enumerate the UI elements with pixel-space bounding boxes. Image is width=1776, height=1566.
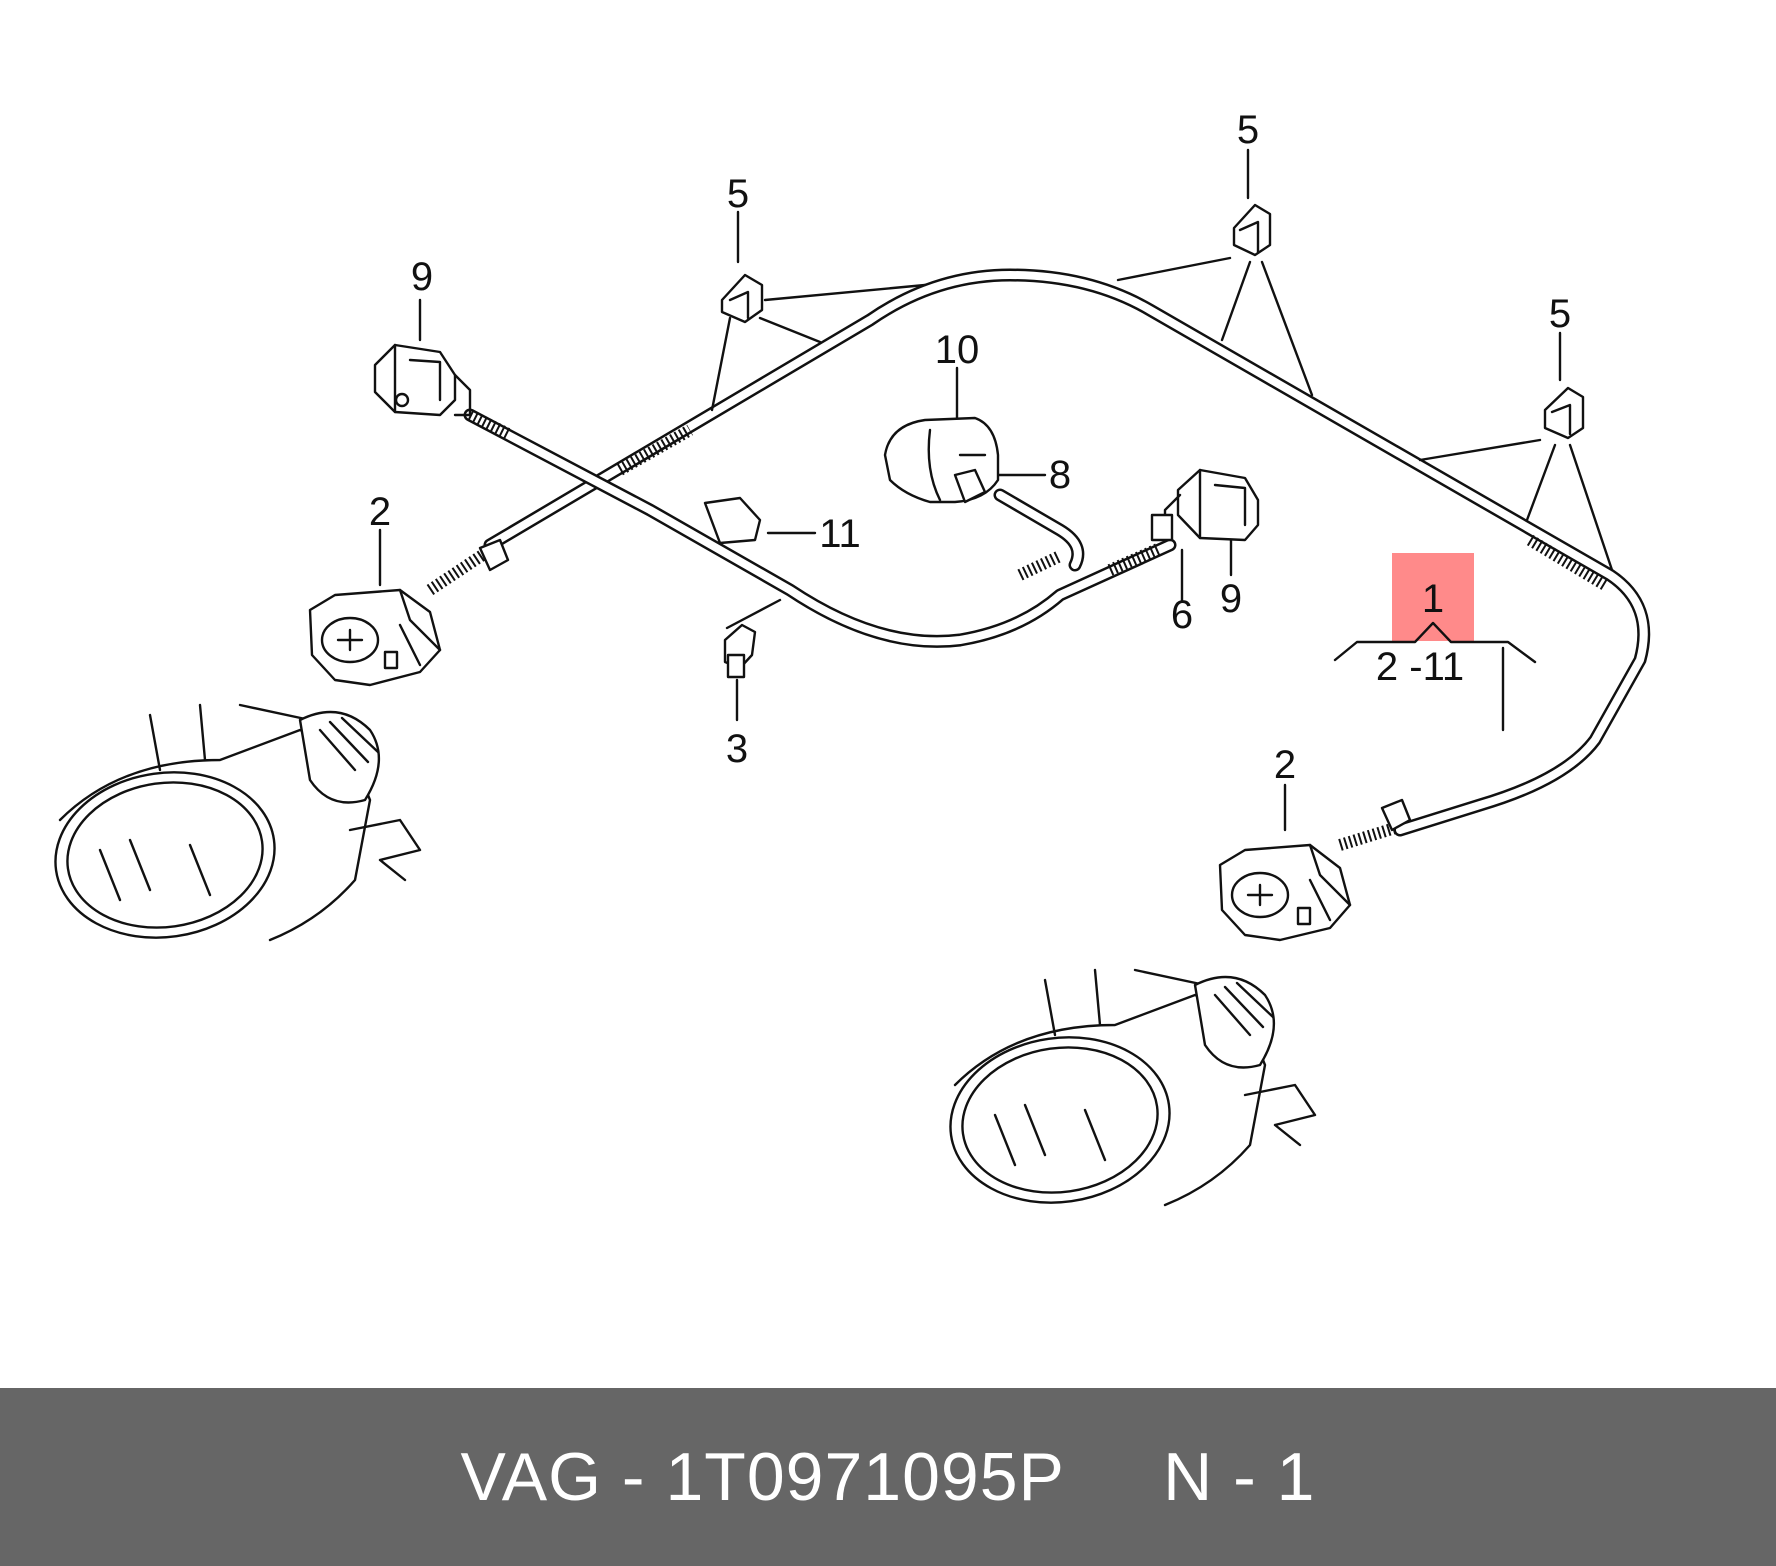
callout-1[interactable]: 1 [1422,577,1444,621]
cover-item-11 [703,496,762,545]
main-harness-wire [483,268,1651,837]
callout-2-right[interactable]: 2 [1274,743,1296,787]
callout-2-left[interactable]: 2 [369,490,391,534]
callout-5-a[interactable]: 5 [727,172,749,216]
item-1-bracket [1333,621,1537,664]
connector-2-left [308,538,510,687]
callout-8[interactable]: 8 [1049,453,1071,497]
cable-clip-5-a [720,273,764,324]
fog-lamp-right [949,968,1317,1207]
callout-3[interactable]: 3 [726,727,748,771]
connector-9-right [1150,468,1260,542]
callout-6[interactable]: 6 [1171,593,1193,637]
connector-10 [883,416,1000,504]
callout-11[interactable]: 11 [819,512,861,556]
right-lamp-corrugated-tail [1338,822,1397,851]
connector-2-right [1218,798,1412,942]
left-lamp-corrugated-tail [426,545,494,595]
callout-10[interactable]: 10 [935,328,980,372]
leader-lines [378,148,1614,832]
wiring-harness-drawing: 1 2 -11 2 2 3 5 5 5 6 8 9 9 10 11 [54,108,1651,1207]
callout-9-right[interactable]: 9 [1220,577,1242,621]
part-number-caption: VAG - 1T0971095P N - 1 [460,1439,1316,1515]
branch-harness-wire [463,408,1177,648]
callout-1-range: 2 -11 [1376,645,1464,689]
footer-bar: VAG - 1T0971095P N - 1 [0,1388,1776,1566]
highlight-box-item-1[interactable] [1392,553,1474,641]
connector-9-left [373,343,472,417]
fog-lamp-left [54,703,422,942]
cable-clip-5-c [1543,386,1585,440]
clip-item-3 [723,623,757,679]
callout-9-left[interactable]: 9 [411,255,433,299]
callout-5-c[interactable]: 5 [1549,292,1571,336]
parts-diagram: 1 2 -11 2 2 3 5 5 5 6 8 9 9 10 11 [54,108,1651,1207]
cable-clip-5-b [1232,203,1272,257]
callout-5-b[interactable]: 5 [1237,108,1259,152]
